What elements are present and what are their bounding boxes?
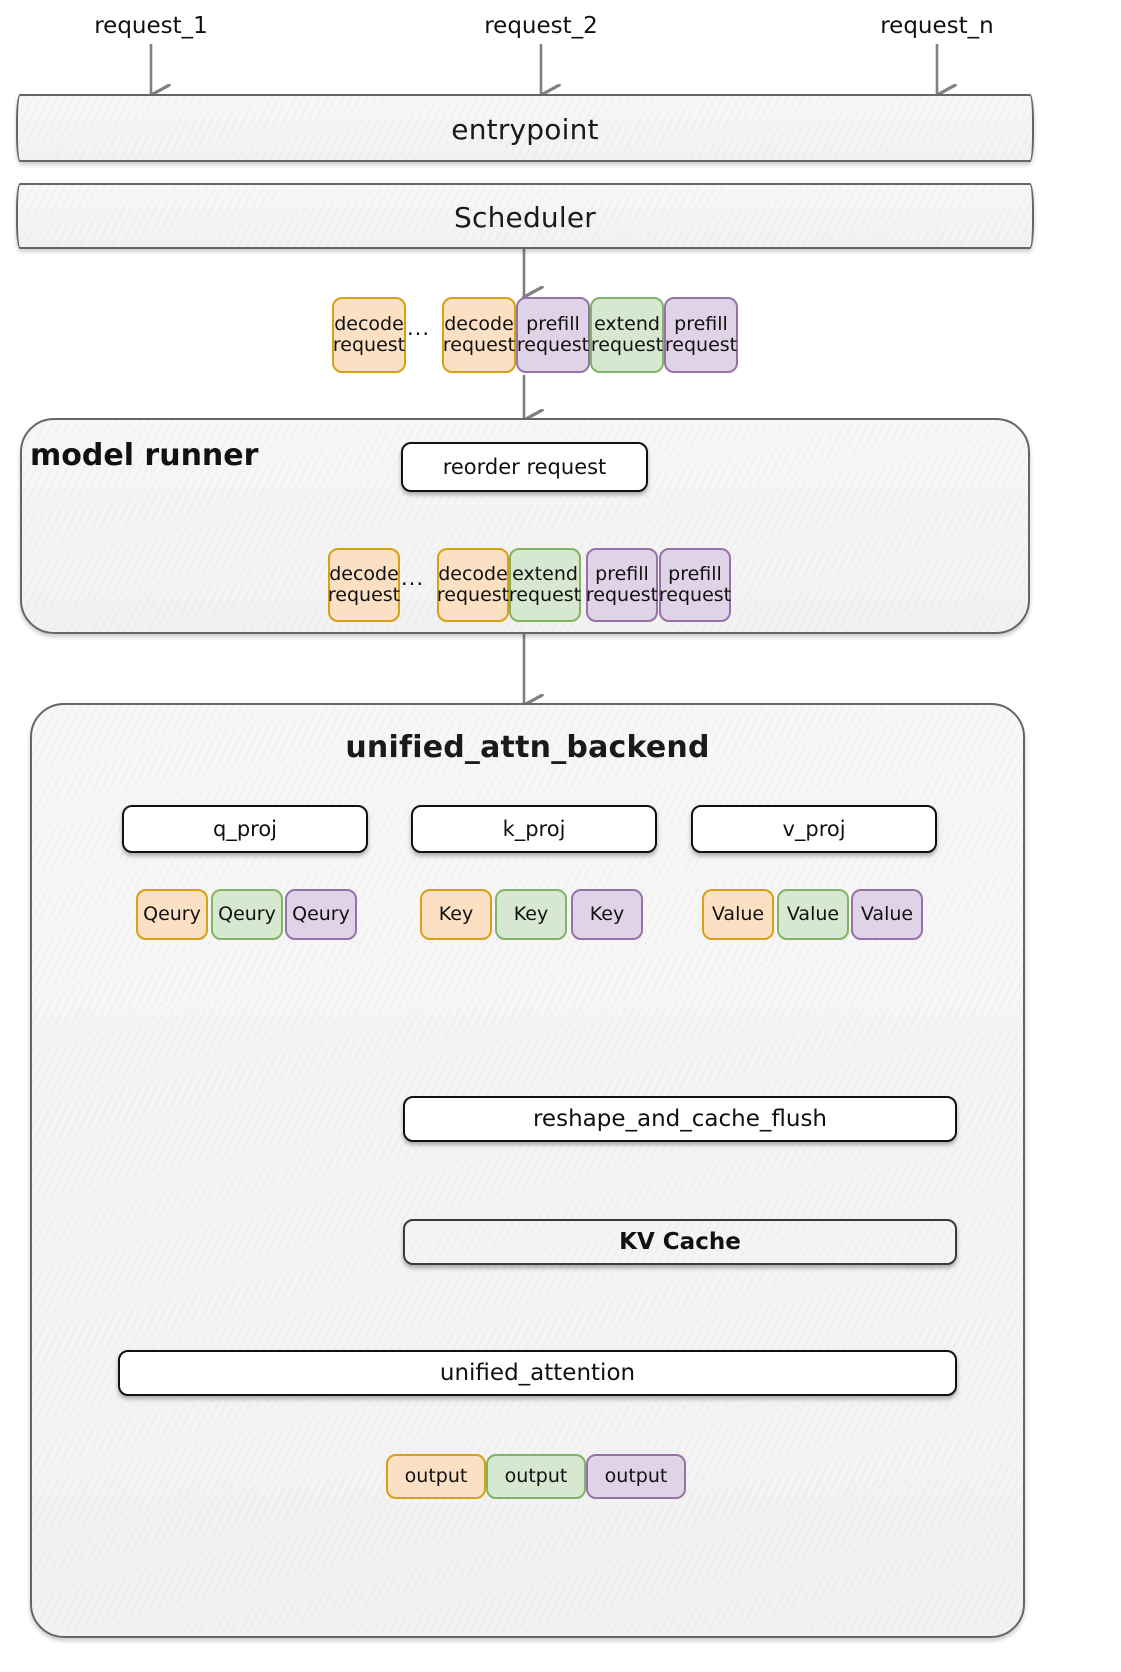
scheduler-panel[interactable]: Scheduler [16, 183, 1034, 249]
chip-label: Qeury [218, 902, 276, 925]
chip-label: Key [513, 902, 549, 925]
output-chip-2[interactable]: output [586, 1454, 686, 1499]
v-proj-label: v_proj [782, 817, 846, 841]
chip-line-1: prefill [668, 562, 722, 585]
key-chip-0[interactable]: Key [420, 889, 492, 940]
input-label-request-2: request_2 [484, 13, 598, 39]
value-chip-2[interactable]: Value [851, 889, 923, 940]
chip-label: Key [438, 902, 474, 925]
reorder-chip-4[interactable]: prefill request [659, 548, 731, 622]
reshape-and-cache-flush-box[interactable]: reshape_and_cache_flush [403, 1096, 957, 1142]
model-runner-label: model runner [30, 438, 259, 473]
reorder-chip-0[interactable]: decode request [328, 548, 400, 622]
reorder-chip-1[interactable]: decode request [437, 548, 509, 622]
chip-line-2: request [508, 584, 582, 606]
chip-line-2: request [516, 334, 590, 356]
chip-line-2: request [327, 584, 401, 606]
k-proj-box[interactable]: k_proj [411, 805, 657, 853]
chip-line-1: decode [444, 312, 514, 335]
scheduler-chip-0[interactable]: decode request [332, 297, 406, 373]
chip-line-1: decode [329, 562, 399, 585]
chip-line-1: extend [594, 312, 660, 335]
chip-label: output [404, 1464, 468, 1487]
v-proj-box[interactable]: v_proj [691, 805, 937, 853]
chip-label: output [504, 1464, 568, 1487]
scheduler-chip-3[interactable]: extend request [590, 297, 664, 373]
value-chip-1[interactable]: Value [777, 889, 849, 940]
k-proj-label: k_proj [502, 817, 566, 841]
output-chip-0[interactable]: output [386, 1454, 486, 1499]
kv-cache-box[interactable]: KV Cache [403, 1219, 957, 1265]
chip-line-2: request [658, 584, 732, 606]
chip-label: Qeury [292, 902, 350, 925]
reorder-request-box[interactable]: reorder request [401, 442, 648, 492]
output-chip-1[interactable]: output [486, 1454, 586, 1499]
chip-label: output [604, 1464, 668, 1487]
chip-line-2: request [442, 334, 516, 356]
reorder-request-label: reorder request [442, 455, 607, 479]
chip-line-2: request [664, 334, 738, 356]
chip-label: Value [786, 902, 840, 925]
chip-line-2: request [332, 334, 406, 356]
kv-cache-label: KV Cache [619, 1229, 741, 1255]
chip-label: Key [589, 902, 625, 925]
chip-line-1: prefill [674, 312, 728, 335]
chip-line-1: prefill [526, 312, 580, 335]
chip-line-1: decode [438, 562, 508, 585]
scheduler-batch-ellipsis: ... [407, 316, 431, 340]
chip-label: Qeury [143, 902, 201, 925]
scheduler-label: Scheduler [454, 201, 596, 234]
unified-attention-label: unified_attention [439, 1360, 636, 1386]
entrypoint-panel[interactable]: entrypoint [16, 94, 1034, 162]
scheduler-chip-1[interactable]: decode request [442, 297, 516, 373]
chip-label: Value [711, 902, 765, 925]
key-chip-1[interactable]: Key [495, 889, 567, 940]
input-label-request-n: request_n [880, 13, 994, 39]
scheduler-chip-2[interactable]: prefill request [516, 297, 590, 373]
chip-label: Value [860, 902, 914, 925]
q-proj-box[interactable]: q_proj [122, 805, 368, 853]
entrypoint-label: entrypoint [451, 113, 599, 146]
reshape-and-cache-flush-label: reshape_and_cache_flush [532, 1106, 827, 1132]
unified-attn-backend-label: unified_attn_backend [345, 730, 710, 765]
chip-line-1: prefill [595, 562, 649, 585]
value-chip-0[interactable]: Value [702, 889, 774, 940]
query-chip-0[interactable]: Qeury [136, 889, 208, 940]
query-chip-2[interactable]: Qeury [285, 889, 357, 940]
reorder-chip-2[interactable]: extend request [509, 548, 581, 622]
chip-line-2: request [590, 334, 664, 356]
input-label-request-1: request_1 [94, 13, 208, 39]
q-proj-label: q_proj [212, 817, 277, 841]
chip-line-1: extend [512, 562, 578, 585]
chip-line-1: decode [334, 312, 404, 335]
query-chip-1[interactable]: Qeury [211, 889, 283, 940]
unified-attention-box[interactable]: unified_attention [118, 1350, 957, 1396]
chip-line-2: request [436, 584, 510, 606]
reorder-chip-3[interactable]: prefill request [586, 548, 658, 622]
key-chip-2[interactable]: Key [571, 889, 643, 940]
chip-line-2: request [585, 584, 659, 606]
scheduler-chip-4[interactable]: prefill request [664, 297, 738, 373]
reorder-batch-ellipsis: ... [401, 566, 425, 590]
